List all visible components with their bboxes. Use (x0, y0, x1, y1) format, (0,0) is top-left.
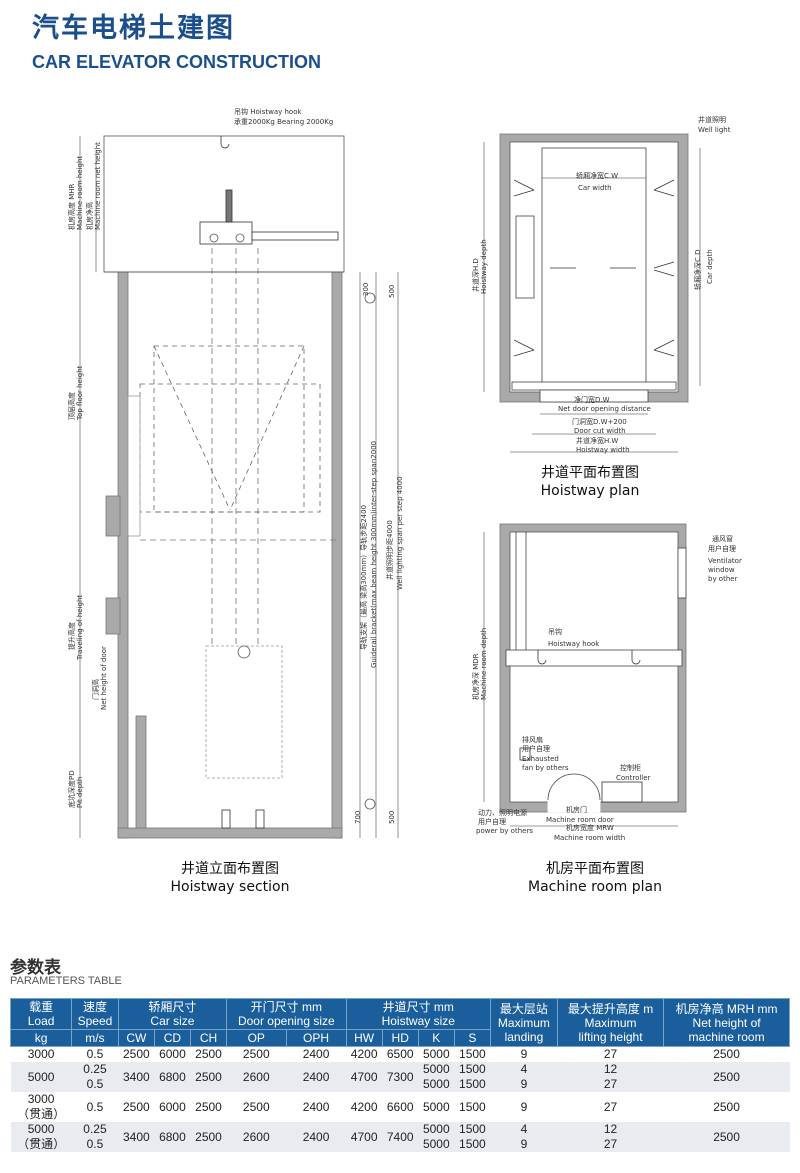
col-oph: OPH (285, 1029, 347, 1047)
fan-cn1-label: 排风扇 (522, 735, 543, 744)
hoistway-plan-drawing (483, 133, 701, 453)
power-cn-label: 动力、照明电源 (478, 808, 527, 817)
well-light-cn-label: 井道照明 (698, 115, 726, 124)
pit-en-label: Pit depth (76, 777, 84, 808)
machine-caption: 机房平面布置图 Machine room plan (490, 860, 700, 896)
machine-room-plan-drawing (483, 523, 687, 827)
mhr-label: 机房高度 MHR (67, 183, 76, 230)
travel-cn-label: 提升高度 (67, 622, 76, 650)
vent-cn2-label: 用户自理 (708, 544, 736, 553)
plan-caption-cn: 井道平面布置图 (541, 465, 639, 481)
page-title-en: CAR ELEVATOR CONSTRUCTION (32, 52, 322, 72)
dim-300: 300 (362, 283, 370, 296)
section-caption-cn: 井道立面布置图 (181, 861, 279, 877)
mr-net-cn-label: 机房净高 (85, 202, 94, 230)
bracket-en-label: Guiderail bracket(max.beam height 300mm)… (370, 441, 378, 668)
mrw-en-label: Machine room width (554, 834, 625, 842)
col-ch: CH (189, 1029, 228, 1047)
fan-cn2-label: 用户自理 (522, 744, 550, 753)
plan-caption: 井道平面布置图 Hoistway plan (490, 464, 690, 500)
ctrl-en-label: Controller (616, 774, 651, 782)
col-hd: HD (381, 1029, 419, 1047)
section-caption-en: Hoistway section (170, 879, 290, 895)
col-cw: CW (117, 1029, 155, 1047)
construction-drawings: 吊钩 Hoistway hook 承重2000Kg Bearing 2000Kg… (67, 107, 742, 842)
params-title-en: PARAMETERS TABLE (10, 975, 122, 987)
hoistway-section-drawing (79, 135, 399, 839)
bearing-label: 承重2000Kg Bearing 2000Kg (234, 117, 333, 126)
hd-cn-label: 井道深H.D (471, 258, 480, 292)
col-s: S (453, 1029, 491, 1047)
door-height-cn-label: 门洞高 (91, 679, 100, 700)
mr-hook-cn-label: 吊钩 (548, 627, 562, 636)
dim-500-top: 500 (388, 285, 396, 298)
dim-500-bottom: 500 (388, 811, 396, 824)
mr-hook-en-label: Hoistway hook (548, 640, 600, 648)
top-floor-en-label: Top floor height (76, 365, 84, 421)
travel-en-label: Traveling of height (76, 595, 84, 661)
cut-cn-label: 门洞宽D.W+200 (572, 417, 627, 426)
light-en-label: Well lighting span per step 4000 (396, 476, 404, 590)
fan-en1-label: Exhausted (522, 755, 559, 763)
col-cd: CD (153, 1029, 191, 1047)
hook-label: 吊钩 Hoistway hook (234, 107, 302, 116)
car-width-cn-label: 轿厢净宽C.W (576, 171, 618, 180)
dw-cn-label: 净门宽D.W (574, 395, 610, 404)
cd-en-label: Car depth (706, 249, 714, 284)
hw-en-label: Hoistway width (576, 446, 630, 454)
col-k: K (417, 1029, 455, 1047)
cut-en-label: Door cut width (574, 427, 626, 435)
vent-cn-label: 通风窗 (712, 534, 733, 543)
light-cn-label: 井道照明步距4000 (385, 520, 394, 580)
ctrl-cn-label: 控制柜 (620, 763, 641, 772)
door-height-en-label: Net height of door (100, 646, 108, 710)
dw-en-label: Net door opening distance (558, 405, 651, 413)
dim-700: 700 (354, 811, 362, 824)
hd-en-label: Hoistway depth (480, 239, 488, 294)
power-cn2-label: 用户自理 (478, 817, 506, 826)
params-title-cn: 参数表 (10, 958, 61, 978)
cd-cn-label: 轿厢净深C.D (693, 249, 702, 290)
col-speed-unit: m/s (71, 1029, 119, 1047)
vent-en3-label: by other (708, 575, 738, 583)
mdr-cn-label: 机房净深 MDR (471, 653, 480, 700)
vent-en2-label: window (708, 566, 735, 574)
mr-door-en-label: Machine room door (546, 816, 614, 824)
plan-caption-en: Hoistway plan (540, 483, 640, 499)
bracket-cn-label: 导轨支架（最高 梁高300mm）导轨步距2400 (359, 505, 368, 650)
power-en-label: power by others (476, 827, 533, 835)
mrw-cn-label: 机房宽度 MRW (566, 823, 614, 832)
col-hw: HW (345, 1029, 383, 1047)
mr-net-en-label: Machine room net height (94, 142, 102, 230)
top-floor-cn-label: 顶层高度 (67, 392, 76, 420)
mhr-en-label: Machine room height (76, 156, 84, 230)
machine-caption-en: Machine room plan (528, 879, 662, 895)
well-light-en-label: Well light (698, 126, 731, 134)
col-load-unit: kg (9, 1029, 73, 1047)
car-width-en-label: Car width (578, 184, 612, 192)
machine-caption-cn: 机房平面布置图 (546, 861, 644, 877)
section-caption: 井道立面布置图 Hoistway section (130, 860, 330, 896)
vent-en1-label: Ventilator (708, 557, 742, 565)
fan-en2-label: fan by others (522, 764, 569, 772)
mdr-en-label: Machine room depth (480, 628, 488, 700)
mr-door-cn-label: 机房门 (566, 805, 587, 814)
page-title-cn: 汽车电梯土建图 (32, 13, 235, 44)
col-op: OP (226, 1029, 287, 1047)
hw-cn-label: 井道净宽H.W (576, 436, 618, 445)
pit-cn-label: 底坑深度PD (67, 770, 76, 808)
